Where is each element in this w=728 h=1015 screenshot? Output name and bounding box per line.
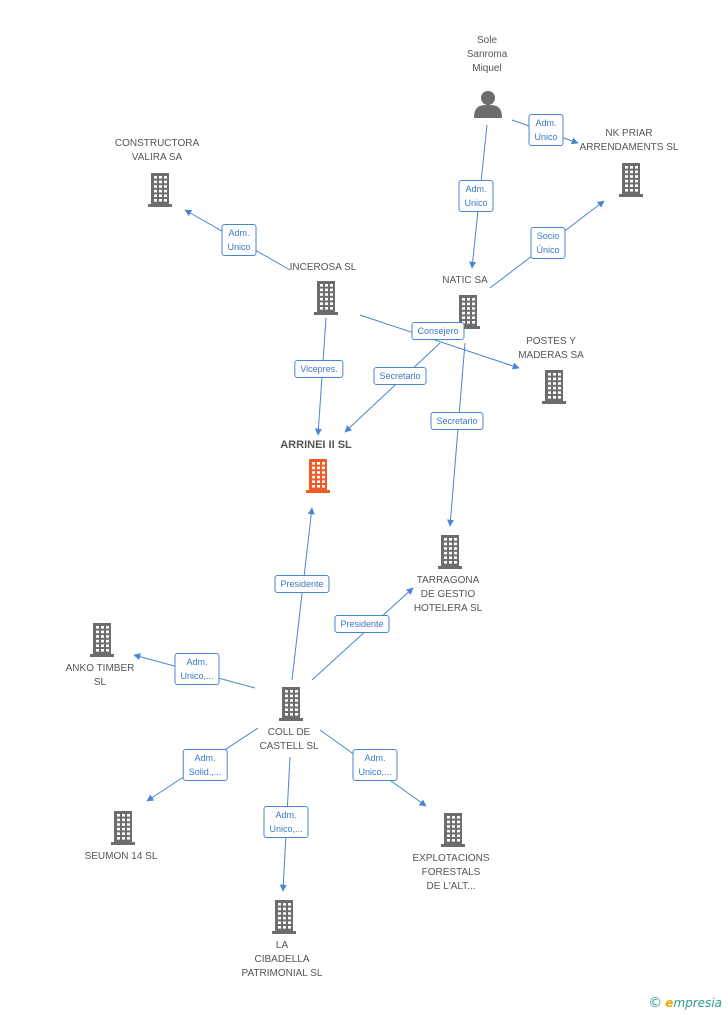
- building-icon-postes[interactable]: [542, 370, 566, 404]
- building-icon-constructora[interactable]: [148, 173, 172, 207]
- edge-incerosa-to-postes: [359, 314, 520, 370]
- edge-label-coll-to-tarragona[interactable]: Presidente: [334, 615, 390, 633]
- edge-label-natic-to-nkpriar[interactable]: Socio Único: [530, 227, 566, 259]
- building-icon-natic[interactable]: [456, 295, 480, 329]
- edge-label-sole-to-nkpriar[interactable]: Adm. Unico: [528, 114, 564, 146]
- building-icon-coll[interactable]: [279, 687, 303, 721]
- node-label-tarragona[interactable]: TARRAGONA DE GESTIO HOTELERA SL: [413, 575, 483, 614]
- empresia-logo[interactable]: ©empresia: [648, 995, 722, 1011]
- nodes-layer: [90, 91, 643, 934]
- person-icon-sole[interactable]: [474, 91, 502, 118]
- node-label-coll[interactable]: COLL DE CASTELL SL: [259, 727, 319, 752]
- building-icon-cibadella[interactable]: [272, 900, 296, 934]
- node-label-natic[interactable]: NATIC SA: [442, 275, 488, 286]
- node-label-postes[interactable]: POSTES Y MADERAS SA: [518, 336, 584, 361]
- building-icon-explotacions[interactable]: [441, 813, 465, 847]
- node-label-anko[interactable]: ANKO TIMBER SL: [65, 663, 135, 688]
- edge-label-incerosa-to-postes[interactable]: Consejero: [411, 322, 465, 340]
- node-label-cibadella[interactable]: LA CIBADELLA PATRIMONIAL SL: [241, 940, 323, 979]
- node-label-nkpriar[interactable]: NK PRIAR ARRENDAMENTS SL: [579, 128, 679, 153]
- node-label-seumon[interactable]: SEUMON 14 SL: [84, 851, 158, 862]
- brand-initial: e: [665, 996, 674, 1010]
- building-icon-nkpriar[interactable]: [619, 163, 643, 197]
- edge-label-coll-to-seumon[interactable]: Adm. Solid.,...: [182, 749, 228, 781]
- edge-label-coll-to-anko[interactable]: Adm. Unico,...: [174, 653, 220, 685]
- building-icon-incerosa[interactable]: [314, 281, 338, 315]
- node-label-arrinei[interactable]: ARRINEI II SL: [280, 439, 352, 451]
- building-icon-tarragona[interactable]: [438, 535, 462, 569]
- edge-label-coll-to-cibadella[interactable]: Adm. Unico,...: [263, 806, 309, 838]
- brand-name: mpresia: [673, 996, 722, 1010]
- edge-label-coll-to-arrinei[interactable]: Presidente: [274, 575, 330, 593]
- edge-coll-to-arrinei: [291, 507, 315, 681]
- edge-label-sole-to-natic[interactable]: Adm. Unico: [458, 180, 494, 212]
- building-icon-seumon[interactable]: [111, 811, 135, 845]
- edge-label-incerosa-to-arrinei[interactable]: Vicepres.: [294, 360, 344, 378]
- building-icon-arrinei[interactable]: [306, 459, 330, 493]
- copyright-symbol: ©: [648, 995, 663, 1011]
- edge-label-natic-to-arrinei[interactable]: Secretario: [373, 367, 427, 385]
- node-label-explotacions[interactable]: EXPLOTACIONS FORESTALS DE L'ALT...: [412, 853, 490, 892]
- building-icon-anko[interactable]: [90, 623, 114, 657]
- node-label-incerosa[interactable]: INCEROSA SL: [289, 262, 357, 273]
- edge-natic-to-arrinei: [344, 342, 441, 433]
- node-label-constructora[interactable]: CONSTRUCTORA VALIRA SA: [114, 138, 200, 163]
- edge-label-incerosa-to-constructora[interactable]: Adm. Unico: [221, 224, 257, 256]
- edge-label-natic-to-tarragona[interactable]: Secretario: [430, 412, 484, 430]
- edge-coll-to-tarragona: [311, 587, 414, 681]
- node-label-sole[interactable]: Sole Sanroma Miquel: [466, 35, 508, 74]
- edge-label-coll-to-explotacions[interactable]: Adm. Unico,...: [352, 749, 398, 781]
- edge-natic-to-tarragona: [447, 342, 466, 527]
